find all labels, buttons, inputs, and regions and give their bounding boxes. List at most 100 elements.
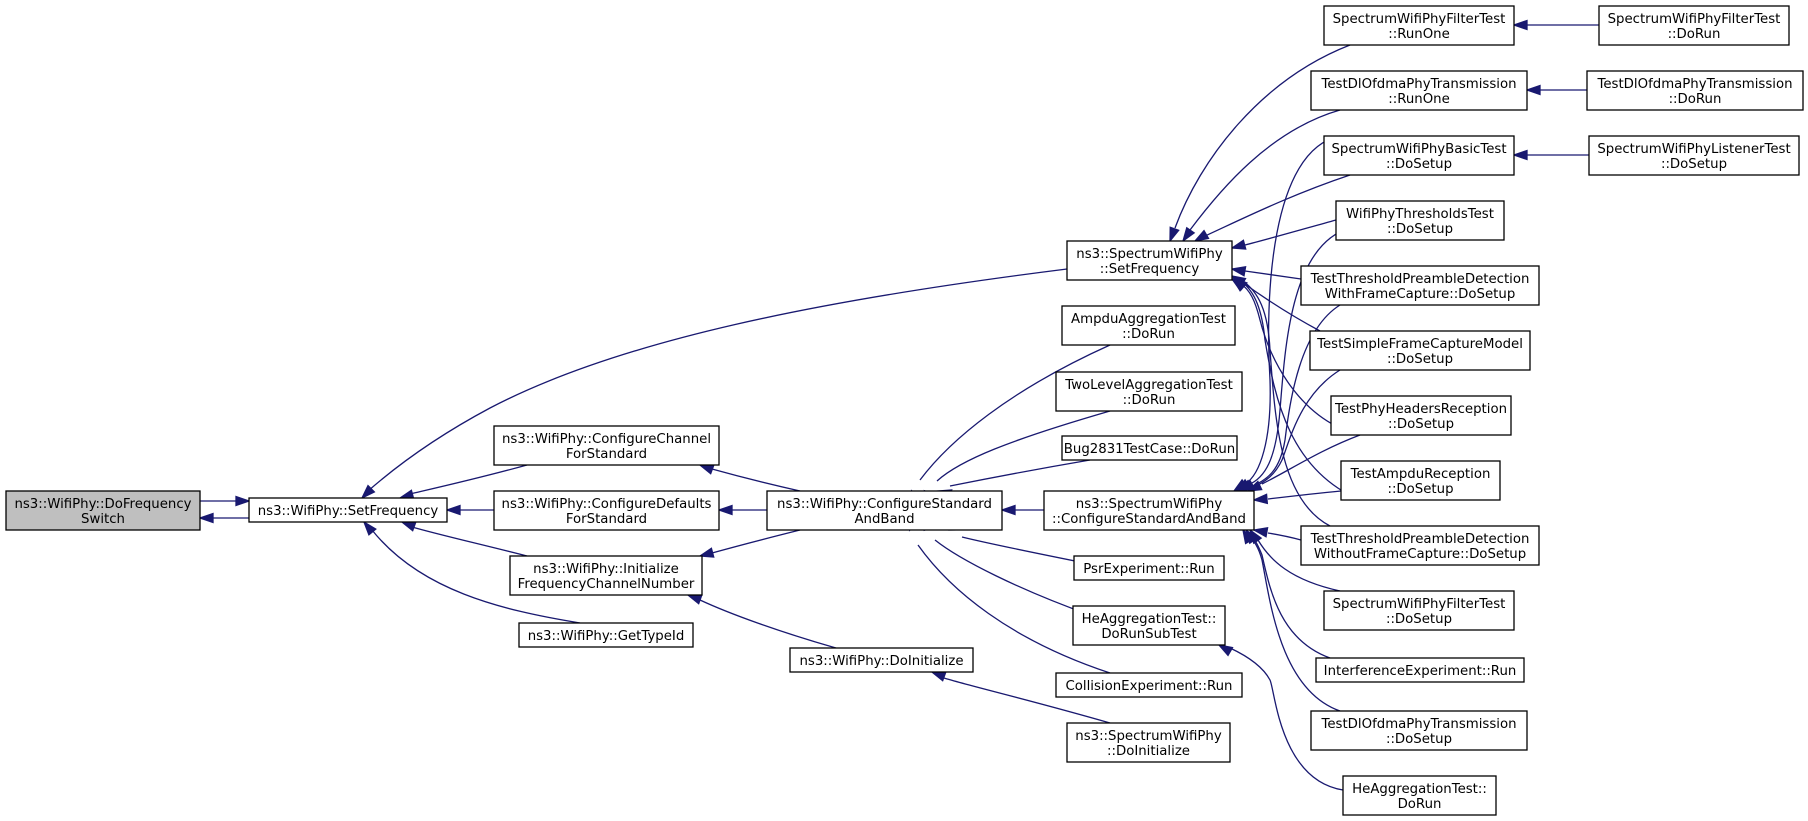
edge-arrowhead: [1246, 480, 1263, 492]
function-node[interactable]: SpectrumWifiPhyFilterTest::RunOne: [1323, 5, 1515, 46]
edge-arrowhead: [1230, 239, 1247, 250]
edge-n8-to-n5: [686, 594, 837, 649]
function-node[interactable]: TestDlOfdmaPhyTransmission::RunOne: [1310, 70, 1528, 111]
node-label-line: ns3::WifiPhy::GetTypeId: [528, 629, 685, 644]
node-label-line: ::RunOne: [1388, 27, 1450, 42]
edge-arrowhead: [1000, 504, 1016, 516]
edge-n30-to-n17: [1512, 19, 1599, 31]
edge-n31-to-n18: [1525, 84, 1587, 96]
nodes-layer: ns3::WifiPhy::DoFrequencySwitchns3::Wifi…: [5, 5, 1804, 816]
edge-line: [949, 459, 1091, 487]
edge-arrowhead: [1525, 84, 1541, 96]
node-box: [1310, 710, 1528, 751]
function-node[interactable]: PsrExperiment::Run: [1073, 555, 1225, 581]
edge-n13-to-n7: [1000, 504, 1044, 516]
node-box: [5, 490, 201, 531]
node-label-line: ::DoRun: [1668, 27, 1721, 42]
function-node[interactable]: SpectrumWifiPhyListenerTest::DoSetup: [1588, 135, 1800, 176]
function-node[interactable]: TestDlOfdmaPhyTransmission::DoRun: [1586, 70, 1804, 111]
function-node[interactable]: ns3::WifiPhy::SetFrequency: [248, 497, 448, 523]
edge-n29-to-n15: [1217, 644, 1344, 791]
node-label-line: SpectrumWifiPhyListenerTest: [1597, 142, 1790, 157]
function-node[interactable]: ns3::SpectrumWifiPhy::DoInitialize: [1066, 722, 1231, 763]
edge-line: [936, 410, 1111, 482]
node-box: [1588, 135, 1800, 176]
function-node[interactable]: TestThresholdPreambleDetectionWithoutFra…: [1300, 525, 1540, 566]
edge-arrowhead: [1230, 266, 1247, 277]
edge-n25-to-n13: [1252, 527, 1302, 541]
edge-n28-to-n13: [1242, 528, 1341, 712]
function-node[interactable]: ns3::WifiPhy::ConfigureStandardAndBand: [766, 490, 1003, 531]
edge-n7-to-n5: [698, 529, 801, 558]
function-node[interactable]: SpectrumWifiPhyBasicTest::DoSetup: [1323, 135, 1515, 176]
function-node[interactable]: SpectrumWifiPhyFilterTest::DoSetup: [1323, 590, 1515, 631]
edge-line: [1261, 434, 1361, 485]
function-node[interactable]: TwoLevelAggregationTest::DoRun: [1055, 371, 1243, 412]
edge-n24-to-n13: [1252, 490, 1342, 505]
function-node[interactable]: ns3::WifiPhy::InitializeFrequencyChannel…: [509, 555, 703, 596]
edge-arrowhead: [1193, 229, 1210, 242]
node-label-line: WifiPhyThresholdsTest: [1346, 207, 1494, 222]
node-label-line: ::DoInitialize: [1107, 744, 1190, 759]
node-label-line: HeAggregationTest::: [1082, 612, 1217, 627]
function-node[interactable]: TestThresholdPreambleDetectionWithFrameC…: [1300, 265, 1540, 306]
node-label-line: TestDlOfdmaPhyTransmission: [1320, 717, 1516, 732]
node-label-line: TestThresholdPreambleDetection: [1310, 272, 1530, 287]
node-label-line: ForStandard: [566, 512, 647, 527]
edge-arrowhead: [930, 671, 947, 682]
node-label-line: ns3::SpectrumWifiPhy: [1075, 729, 1222, 744]
function-node[interactable]: HeAggregationTest::DoRun: [1342, 775, 1497, 816]
node-box: [1315, 657, 1525, 683]
function-node[interactable]: CollisionExperiment::Run: [1055, 672, 1243, 698]
node-box: [1066, 722, 1231, 763]
edge-line: [1244, 135, 1341, 485]
node-box: [1043, 490, 1255, 531]
edge-arrowhead: [445, 504, 461, 516]
function-node[interactable]: InterferenceExperiment::Run: [1315, 657, 1525, 683]
edge-line: [1267, 490, 1342, 500]
node-label-line: TestSimpleFrameCaptureModel: [1316, 337, 1523, 352]
node-label-line: Bug2831TestCase::DoRun: [1064, 442, 1235, 457]
edge-line: [1257, 539, 1341, 592]
edge-n7-to-n4: [717, 504, 767, 516]
edge-arrowhead: [400, 521, 417, 532]
edge-arrowhead: [698, 547, 715, 558]
function-node[interactable]: ns3::WifiPhy::DoInitialize: [789, 647, 974, 673]
function-node[interactable]: TestPhyHeadersReception::DoSetup: [1330, 395, 1512, 436]
node-label-line: ::DoRun: [1123, 393, 1176, 408]
edge-n1-to-n0: [198, 512, 249, 524]
edge-line: [934, 539, 1091, 616]
edge-line: [367, 268, 1068, 492]
function-node[interactable]: AmpduAggregationTest::DoRun: [1061, 305, 1236, 346]
function-node[interactable]: HeAggregationTest::DoRunSubTest: [1072, 605, 1226, 646]
node-label-line: ::SetFrequency: [1100, 262, 1200, 277]
node-box: [1300, 265, 1540, 306]
function-node[interactable]: TestDlOfdmaPhyTransmission::DoSetup: [1310, 710, 1528, 751]
node-label-line: HeAggregationTest::: [1352, 782, 1487, 797]
function-node[interactable]: TestSimpleFrameCaptureModel::DoSetup: [1309, 330, 1531, 371]
function-node[interactable]: TestAmpduReception::DoSetup: [1340, 460, 1501, 501]
node-label-line: ::DoSetup: [1387, 222, 1453, 237]
node-box: [1340, 460, 1501, 501]
function-node[interactable]: Bug2831TestCase::DoRun: [1061, 435, 1238, 461]
node-label-line: TestAmpduReception: [1350, 467, 1491, 482]
node-box: [509, 555, 703, 596]
function-node[interactable]: ns3::WifiPhy::ConfigureChannelForStandar…: [493, 425, 720, 466]
function-node[interactable]: ns3::SpectrumWifiPhy::ConfigureStandardA…: [1043, 490, 1255, 531]
node-label-line: DoRun: [1398, 797, 1442, 812]
function-node[interactable]: ns3::WifiPhy::GetTypeId: [518, 622, 694, 648]
edge-line: [1174, 44, 1351, 229]
edge-n17-to-n2: [1169, 44, 1351, 243]
function-node[interactable]: ns3::WifiPhy::ConfigureDefaultsForStanda…: [493, 490, 720, 531]
node-label-line: TestPhyHeadersReception: [1334, 402, 1507, 417]
node-box: [518, 622, 694, 648]
edge-arrowhead: [360, 484, 376, 500]
edge-n18-to-n2: [1181, 109, 1341, 243]
function-node[interactable]: ns3::SpectrumWifiPhy::SetFrequency: [1066, 240, 1233, 281]
function-node[interactable]: SpectrumWifiPhyFilterTest::DoRun: [1598, 5, 1790, 46]
function-node[interactable]: WifiPhyThresholdsTest::DoSetup: [1335, 200, 1505, 241]
node-box: [1066, 240, 1233, 281]
node-label-line: ns3::SpectrumWifiPhy: [1076, 497, 1223, 512]
node-box: [766, 490, 1003, 531]
node-label-line: ns3::WifiPhy::DoFrequency: [14, 497, 191, 512]
